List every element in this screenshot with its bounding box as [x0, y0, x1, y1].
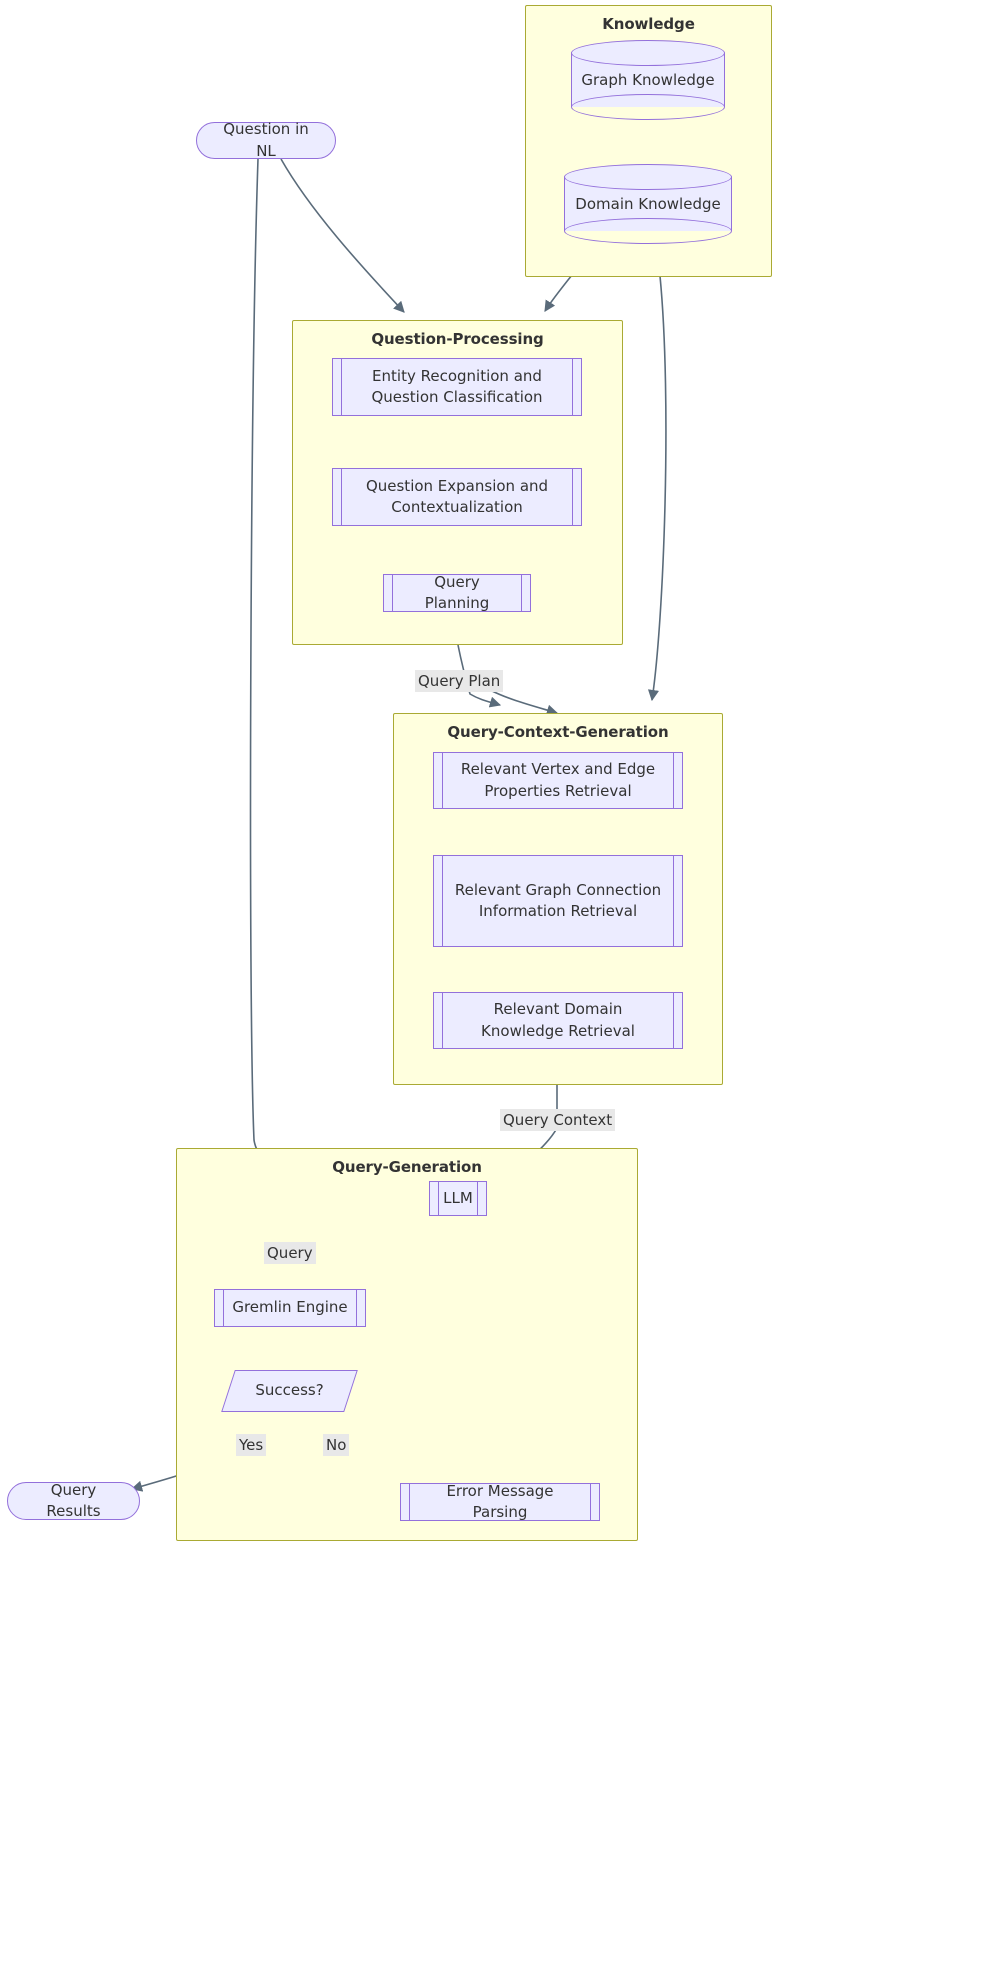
node-llm[interactable]: LLM	[429, 1180, 487, 1217]
node-graph-knowledge[interactable]: Graph Knowledge	[571, 40, 725, 120]
node-graph-knowledge-label: Graph Knowledge	[581, 71, 715, 89]
node-domain-knowledge-label: Domain Knowledge	[575, 195, 721, 213]
edge-queryplan-2	[489, 689, 559, 716]
subgraph-question-processing-title: Question-Processing	[371, 330, 544, 348]
node-gremlin-engine-label: Gremlin Engine	[232, 1298, 348, 1317]
node-success-decision[interactable]: Success?	[221, 1370, 358, 1412]
edge-label-query: Query	[264, 1242, 316, 1264]
node-query-planning[interactable]: Query Planning	[383, 572, 531, 613]
subgraph-query-context-generation-title: Query-Context-Generation	[447, 723, 669, 741]
node-graph-connection-info[interactable]: Relevant Graph Connection Information Re…	[433, 854, 683, 948]
node-domain-knowledge-retrieval-label: Relevant Domain Knowledge Retrieval	[481, 1000, 635, 1040]
node-entity-recognition[interactable]: Entity Recognition and Question Classifi…	[332, 357, 582, 417]
node-llm-label: LLM	[443, 1188, 473, 1207]
edge-knowledge-to-context	[647, 275, 667, 702]
edge-label-query-context: Query Context	[500, 1109, 616, 1131]
subgraph-query-generation-title: Query-Generation	[332, 1158, 482, 1176]
cylinder-bottom	[564, 218, 732, 244]
node-question-in-nl-label: Question in NL	[223, 120, 309, 160]
edge-label-query-plan: Query Plan	[415, 670, 504, 692]
edge-question-to-processing	[280, 158, 405, 313]
node-vertex-edge-properties-label: Relevant Vertex and Edge Properties Retr…	[460, 760, 656, 800]
node-success-decision-label: Success?	[255, 1381, 324, 1400]
node-entity-recognition-label: Entity Recognition and Question Classifi…	[371, 366, 543, 406]
node-question-in-nl[interactable]: Question in NL	[196, 120, 336, 160]
node-question-expansion[interactable]: Question Expansion and Contextualization	[332, 467, 582, 527]
cylinder-bottom	[571, 94, 725, 120]
node-query-results[interactable]: Query Results	[7, 1480, 140, 1520]
node-question-expansion-label: Question Expansion and Contextualization	[365, 476, 549, 516]
subgraph-knowledge-title: Knowledge	[602, 15, 695, 33]
node-error-message-parsing-label: Error Message Parsing	[446, 1481, 554, 1521]
node-domain-knowledge-retrieval[interactable]: Relevant Domain Knowledge Retrieval	[433, 991, 683, 1050]
edge-domain-knowledge-to-processing	[544, 274, 573, 312]
node-gremlin-engine[interactable]: Gremlin Engine	[214, 1288, 366, 1328]
node-query-planning-label: Query Planning	[424, 572, 490, 612]
cylinder-top	[571, 40, 725, 66]
node-vertex-edge-properties[interactable]: Relevant Vertex and Edge Properties Retr…	[433, 751, 683, 810]
cylinder-top	[564, 164, 732, 190]
node-graph-connection-info-label: Relevant Graph Connection Information Re…	[454, 880, 662, 920]
edge-label-yes: Yes	[236, 1434, 267, 1456]
node-query-results-label: Query Results	[46, 1480, 101, 1520]
node-domain-knowledge[interactable]: Domain Knowledge	[564, 164, 732, 244]
edge-label-no: No	[323, 1434, 350, 1456]
node-error-message-parsing[interactable]: Error Message Parsing	[400, 1481, 600, 1522]
subgraph-query-generation: Query-Generation	[176, 1148, 638, 1541]
